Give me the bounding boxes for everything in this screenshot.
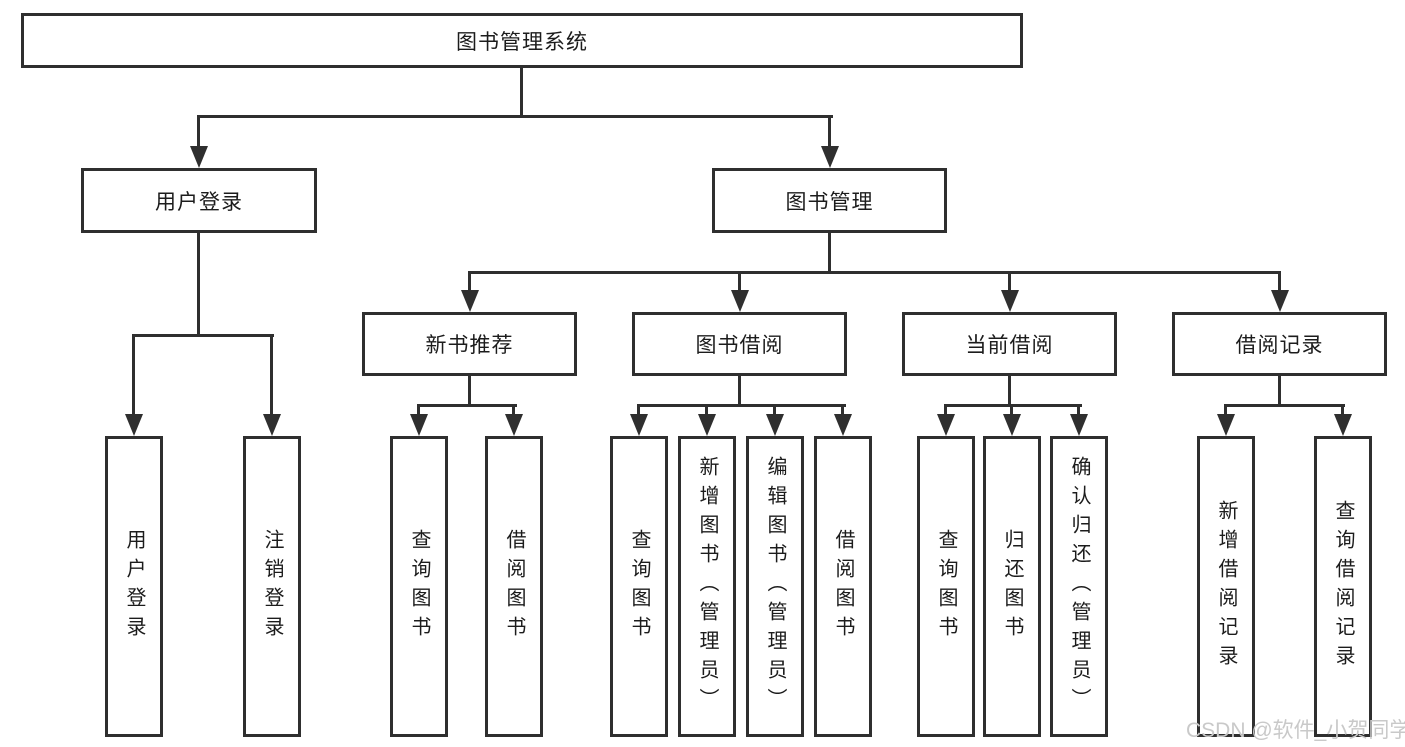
connector-group-stem	[1278, 374, 1281, 407]
leaf-logout: 注销登录	[243, 436, 301, 737]
connector-drop	[1341, 404, 1344, 418]
leaf-borrow-books: 借阅图书	[485, 436, 543, 737]
connector-userlogin-rail	[132, 334, 274, 337]
arrowhead-down-icon	[410, 414, 428, 436]
arrowhead-down-icon	[1271, 290, 1289, 312]
connector-bookmgmt-stem	[828, 231, 831, 274]
leaf-label: 查询图书	[628, 528, 650, 645]
connector-drop	[773, 404, 776, 418]
arrowhead-down-icon	[1001, 290, 1019, 312]
connector-drop	[512, 404, 515, 418]
connector-drop	[1077, 404, 1080, 418]
leaf-return-books: 归还图书	[983, 436, 1041, 737]
node-root: 图书管理系统	[21, 13, 1023, 68]
leaf-borrow-books: 借阅图书	[814, 436, 872, 737]
connector-drop	[841, 404, 844, 418]
arrowhead-down-icon	[821, 146, 839, 168]
arrowhead-down-icon	[630, 414, 648, 436]
leaf-label: 用户登录	[123, 528, 145, 645]
connector-drop	[417, 404, 420, 418]
node-borrowing-records: 借阅记录	[1172, 312, 1387, 376]
node-book-management-label: 图书管理	[785, 190, 874, 214]
leaf-query-books: 查询图书	[610, 436, 668, 737]
connector-drop	[1278, 271, 1281, 293]
connector-bookmgmt-rail	[468, 271, 1281, 274]
connector-drop	[468, 271, 471, 293]
node-current-borrowing-label: 当前借阅	[965, 334, 1054, 357]
arrowhead-down-icon	[1334, 414, 1352, 436]
connector-root-stem	[520, 66, 523, 117]
leaf-query-books: 查询图书	[390, 436, 448, 737]
leaf-add-books-admin: 新增图书（管理员）	[678, 436, 736, 737]
leaf-label: 编辑图书（管理员）	[764, 456, 786, 717]
leaf-label: 归还图书	[1001, 528, 1023, 645]
leaf-confirm-return-admin: 确认归还（管理员）	[1050, 436, 1108, 737]
arrowhead-down-icon	[505, 414, 523, 436]
connector-drop	[705, 404, 708, 418]
node-user-login-label: 用户登录	[155, 190, 243, 214]
leaf-label: 确认归还（管理员）	[1068, 456, 1090, 717]
connector-drop	[1224, 404, 1227, 418]
connector-userlogin-stem	[197, 231, 200, 337]
connector-level1-rail	[197, 115, 833, 118]
node-book-borrowing-label: 图书借阅	[695, 334, 784, 357]
arrowhead-down-icon	[834, 414, 852, 436]
csdn-watermark: CSDN @软件_小贺同学	[1186, 719, 1405, 742]
arrowhead-down-icon	[1070, 414, 1088, 436]
connector-drop	[944, 404, 947, 418]
leaf-label: 查询图书	[408, 528, 430, 645]
arrowhead-down-icon	[731, 290, 749, 312]
arrowhead-down-icon	[190, 146, 208, 168]
leaf-label: 查询图书	[935, 528, 957, 645]
arrowhead-down-icon	[698, 414, 716, 436]
connector-group-stem	[738, 374, 741, 407]
connector-drop	[637, 404, 640, 418]
arrowhead-down-icon	[1003, 414, 1021, 436]
leaf-add-borrow-record: 新增借阅记录	[1197, 436, 1255, 737]
leaf-query-borrow-record: 查询借阅记录	[1314, 436, 1372, 737]
leaf-label: 借阅图书	[503, 528, 525, 645]
node-new-book-recommend: 新书推荐	[362, 312, 577, 376]
leaf-user-login: 用户登录	[105, 436, 163, 737]
node-current-borrowing: 当前借阅	[902, 312, 1117, 376]
arrowhead-down-icon	[461, 290, 479, 312]
leaf-label: 新增借阅记录	[1215, 499, 1237, 674]
leaf-label: 注销登录	[261, 528, 283, 645]
arrowhead-down-icon	[263, 414, 281, 436]
node-user-login: 用户登录	[81, 168, 317, 233]
connector-drop	[1008, 271, 1011, 293]
arrowhead-down-icon	[937, 414, 955, 436]
node-root-label: 图书管理系统	[456, 30, 588, 54]
node-book-management: 图书管理	[712, 168, 947, 233]
node-book-borrowing: 图书借阅	[632, 312, 847, 376]
node-borrowing-records-label: 借阅记录	[1235, 334, 1324, 357]
leaf-label: 借阅图书	[832, 528, 854, 645]
arrowhead-down-icon	[766, 414, 784, 436]
connector-group-rail	[1224, 404, 1345, 407]
connector-drop	[828, 115, 831, 149]
leaf-label: 查询借阅记录	[1332, 499, 1354, 674]
leaf-query-books: 查询图书	[917, 436, 975, 737]
leaf-label: 新增图书（管理员）	[696, 456, 718, 717]
connector-drop	[132, 334, 135, 418]
connector-group-stem	[1008, 374, 1011, 407]
connector-group-rail	[944, 404, 1082, 407]
arrowhead-down-icon	[1217, 414, 1235, 436]
leaf-edit-books-admin: 编辑图书（管理员）	[746, 436, 804, 737]
node-new-book-recommend-label: 新书推荐	[425, 334, 514, 357]
connector-group-stem	[468, 374, 471, 407]
connector-group-rail	[637, 404, 846, 407]
connector-drop	[197, 115, 200, 149]
connector-drop	[738, 271, 741, 293]
connector-drop	[270, 334, 273, 418]
arrowhead-down-icon	[125, 414, 143, 436]
connector-group-rail	[417, 404, 517, 407]
connector-drop	[1010, 404, 1013, 418]
